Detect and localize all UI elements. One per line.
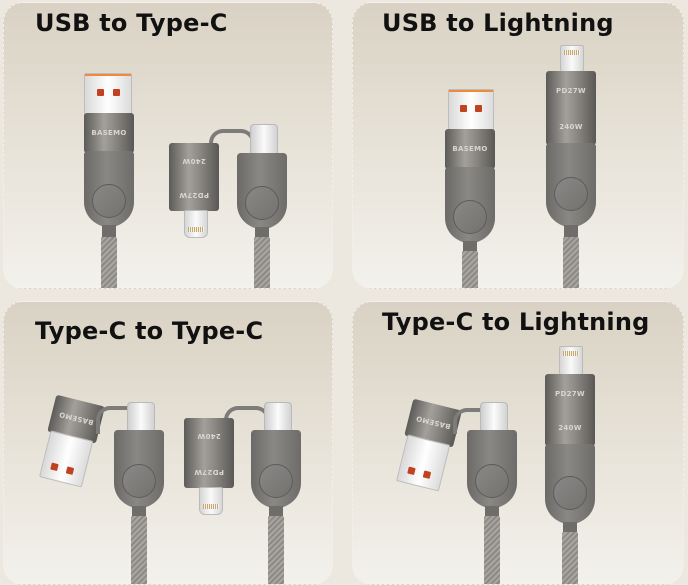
usb-a-plug: [84, 73, 132, 117]
cable-grip: [545, 444, 595, 524]
braided-cable: [268, 516, 284, 584]
braided-cable: [462, 251, 478, 288]
panel-type-c-to-lightning: Type-C to Lightning BASEMO PD27W 240W: [352, 301, 684, 585]
cable-grip: [445, 167, 495, 243]
lightning-plug: [199, 487, 223, 515]
braided-cable: [484, 516, 500, 584]
cable-grip: [546, 143, 596, 227]
panel-usb-to-type-c: USB to Type-C BASEMO 240W PD27W: [3, 2, 333, 289]
panel-title: USB to Lightning: [382, 9, 614, 37]
lightning-adapter: 240W PD27W: [169, 143, 219, 211]
usb-a-plug: [448, 89, 494, 133]
lightning-adapter: PD27W 240W: [545, 374, 595, 446]
braided-cable: [563, 237, 579, 288]
usb-metal-housing: BASEMO: [84, 113, 134, 153]
panel-usb-to-lightning: USB to Lightning BASEMO PD27W 240W: [352, 2, 684, 289]
lightning-adapter: 240W PD27W: [184, 418, 234, 488]
braided-cable: [254, 237, 270, 288]
cable-grip: [251, 430, 301, 508]
cable-grip: [237, 153, 287, 229]
panel-title: Type-C to Lightning: [382, 308, 650, 336]
braided-cable: [101, 237, 117, 288]
braided-cable: [131, 516, 147, 584]
cable-grip: [114, 430, 164, 508]
type-c-plug: [480, 402, 508, 434]
lightning-adapter: PD27W 240W: [546, 71, 596, 145]
panel-type-c-to-type-c: Type-C to Type-C BASEMO 240W PD27W: [3, 301, 333, 585]
cable-grip: [467, 430, 517, 508]
lightning-plug: [560, 45, 584, 75]
braided-cable: [562, 532, 578, 584]
panel-title: Type-C to Type-C: [35, 317, 264, 345]
usb-metal-housing: BASEMO: [445, 129, 495, 169]
lightning-plug: [184, 210, 208, 238]
type-c-plug: [250, 124, 278, 156]
cable-grip: [84, 151, 134, 227]
panel-title: USB to Type-C: [35, 9, 228, 37]
